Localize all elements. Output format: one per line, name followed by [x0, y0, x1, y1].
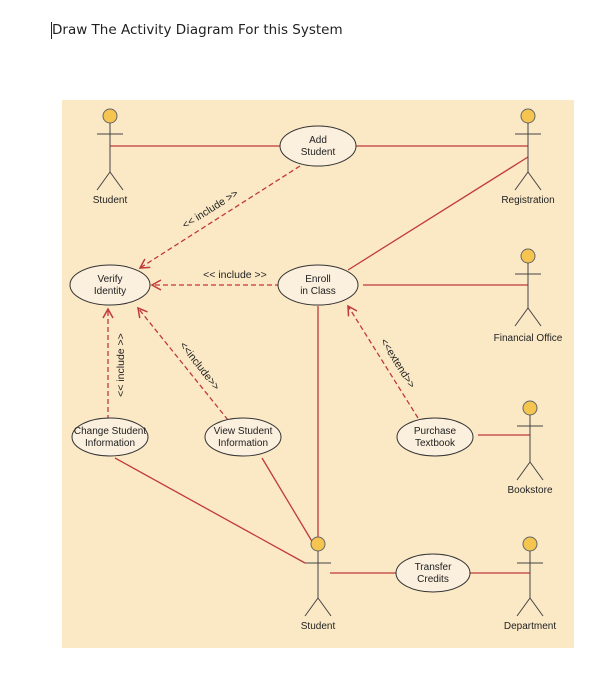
- use-case-view-student-information: View Student Information: [204, 417, 282, 457]
- association-lines: [110, 145, 530, 574]
- assoc-change-student: [114, 457, 306, 564]
- svg-text:Add: Add: [309, 135, 327, 146]
- dependency-lines: [102, 165, 419, 421]
- svg-text:Verify: Verify: [97, 274, 122, 285]
- text-cursor: [51, 22, 52, 39]
- svg-text:View Student: View Student: [214, 426, 273, 437]
- use-case-purchase-textbook: Purchase Textbook: [396, 417, 474, 457]
- assoc-view-student: [261, 457, 314, 544]
- assoc-enroll-registration: [347, 156, 529, 271]
- svg-text:Information: Information: [218, 438, 268, 449]
- svg-text:Change Student: Change Student: [74, 426, 147, 437]
- use-case-verify-identity: Verify Identity: [69, 264, 151, 306]
- include-label-change: << include >>: [115, 333, 127, 397]
- actor-label: Financial Office: [494, 333, 563, 344]
- actor-student-bottom: Student: [301, 536, 336, 632]
- use-case-transfer-credits: Transfer Credits: [395, 553, 471, 593]
- actor-label: Department: [504, 621, 556, 632]
- actor-financial-office: Financial Office: [494, 248, 563, 344]
- svg-text:Student: Student: [301, 147, 336, 158]
- actor-label: Student: [301, 621, 336, 632]
- actor-department: Department: [504, 536, 556, 632]
- include-label-enroll: << include >>: [203, 269, 267, 281]
- svg-text:Credits: Credits: [417, 574, 449, 585]
- svg-text:Information: Information: [85, 438, 135, 449]
- actor-label: Registration: [501, 195, 554, 206]
- use-case-enroll-in-class: Enroll in Class: [277, 264, 359, 306]
- document-heading: Draw The Activity Diagram For this Syste…: [52, 22, 343, 38]
- extend-arrow-purchase: [347, 304, 419, 419]
- actor-label: Student: [93, 195, 128, 206]
- svg-text:in Class: in Class: [300, 286, 336, 297]
- use-case-add-student: Add Student: [279, 125, 357, 167]
- actor-bookstore: Bookstore: [507, 400, 553, 496]
- svg-text:Transfer: Transfer: [415, 562, 453, 573]
- actor-label: Bookstore: [507, 485, 552, 496]
- svg-text:Purchase: Purchase: [414, 426, 457, 437]
- svg-text:Enroll: Enroll: [305, 274, 331, 285]
- actor-student-top: Student: [93, 108, 128, 206]
- use-case-change-student-information: Change Student Information: [71, 417, 149, 457]
- svg-text:Identity: Identity: [94, 286, 126, 297]
- svg-text:Textbook: Textbook: [415, 438, 456, 449]
- actor-registration: Registration: [501, 108, 555, 206]
